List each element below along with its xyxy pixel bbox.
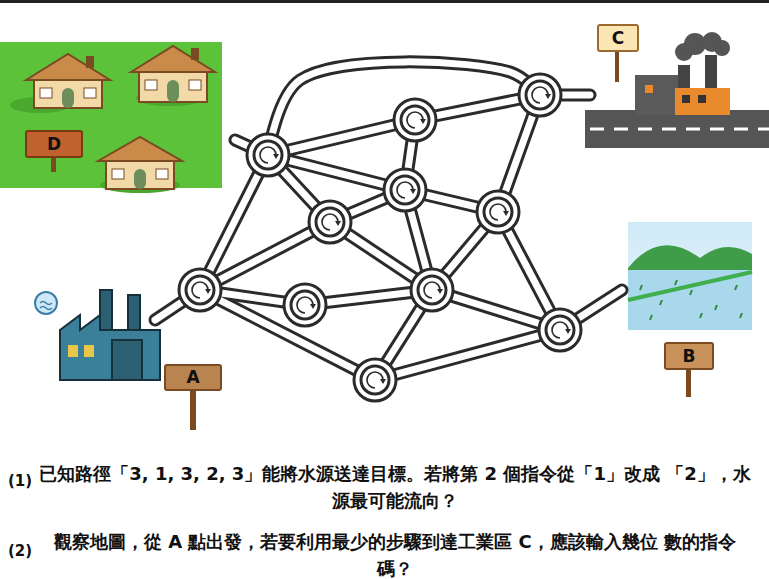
rotary-junction: [519, 74, 561, 116]
sign-letter: D: [47, 135, 61, 154]
pipe-channel: [268, 62, 540, 155]
pipe-channel: [375, 330, 560, 380]
rotary-junction: [309, 201, 351, 243]
rotary-junction: [354, 359, 396, 401]
sign-letter: A: [186, 368, 199, 387]
top-border: [0, 0, 769, 3]
rotary-junction: [539, 309, 581, 351]
sign-letter: B: [683, 347, 696, 366]
question-number: (1): [8, 470, 36, 493]
rotary-junction: [384, 169, 426, 211]
sign-letter: C: [612, 29, 624, 48]
rotary-junction: [179, 269, 221, 311]
question-number: (2): [8, 540, 36, 563]
rotary-junction: [247, 134, 289, 176]
pipe-network: [155, 62, 622, 401]
sign-board: A: [164, 364, 222, 391]
rotary-junction: [411, 269, 453, 311]
question-text: 已知路徑「3, 1, 3, 2, 3」能將水源送達目標。若將第 2 個指令從「1…: [38, 460, 752, 514]
sign-board: B: [664, 342, 714, 370]
question-text: 觀察地圖，從 A 點出發，若要利用最少的步驟到達工業區 C，應該輸入幾位 數的指…: [38, 528, 752, 579]
rotary-junction: [477, 191, 519, 233]
pipe-channel: [268, 120, 415, 155]
rotary-junction: [394, 99, 436, 141]
sign-board: C: [597, 24, 639, 52]
rice-field: [628, 222, 752, 397]
pipe-outline: [268, 62, 540, 155]
sign-board: D: [25, 130, 83, 158]
village: [0, 42, 222, 193]
rotary-junction: [284, 284, 326, 326]
pipe-outline: [268, 120, 415, 155]
